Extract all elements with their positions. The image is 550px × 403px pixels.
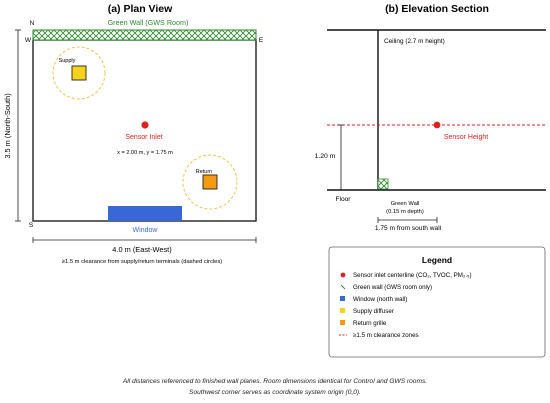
plan-green-wall <box>32 29 257 41</box>
legend: Legend Sensor inlet centerline (CO₂, TVO… <box>328 246 546 358</box>
legend-green-wall-symbol <box>340 284 346 290</box>
elevation-green-wall-depth: (0.15 m depth) <box>386 209 424 215</box>
plan-window-label: Window <box>133 227 159 234</box>
legend-item-supply: Supply diffuser <box>353 308 394 315</box>
plan-window <box>108 206 182 221</box>
compass-s: S <box>29 222 34 229</box>
legend-title: Legend <box>422 255 452 265</box>
plan-sensor-label: Sensor Inlet <box>125 134 162 141</box>
elevation-sensor <box>433 121 441 129</box>
footnote-line-1: All distances referenced to finished wal… <box>122 378 428 385</box>
sensor-height-label: Sensor Height <box>444 134 488 141</box>
legend-window-symbol <box>340 296 345 301</box>
legend-return-symbol <box>340 320 345 325</box>
plan-sensor-inlet <box>141 121 149 129</box>
plan-view: (a) Plan View Green Wall (GWS Room) N W … <box>3 3 264 265</box>
compass-w: W <box>25 37 32 44</box>
elevation-title: (b) Elevation Section <box>385 3 489 15</box>
legend-item-sensor: Sensor inlet centerline (CO₂, TVOC, PM₂.… <box>353 272 472 279</box>
compass-e: E <box>259 37 264 44</box>
footnote: All distances referenced to finished wal… <box>0 376 550 398</box>
y-dimension-label: 3.5 m (North-South) <box>3 93 12 158</box>
legend-item-window: Window (north wall) <box>353 296 407 303</box>
clearance-note: ≥1.5 m clearance from supply/return term… <box>62 259 222 265</box>
floor-label: Floor <box>335 196 351 203</box>
return-label: Return <box>196 169 213 175</box>
footnote-line-2: Southwest corner serves as coordinate sy… <box>189 389 361 396</box>
ceiling-label: Ceiling (2.7 m height) <box>384 38 445 45</box>
return-grille <box>202 174 218 190</box>
supply-label: Supply <box>59 58 76 64</box>
x-dimension-label: 4.0 m (East-West) <box>112 245 171 254</box>
legend-supply-symbol <box>340 308 345 313</box>
supply-diffuser <box>71 65 87 81</box>
room-outline <box>32 39 257 222</box>
legend-item-clearance: ≥1.5 m clearance zones <box>353 332 419 339</box>
legend-item-return: Return grille <box>353 320 387 327</box>
elevation-green-wall-label: Green Wall <box>391 201 420 207</box>
legend-box <box>328 246 546 358</box>
plan-title: (a) Plan View <box>108 3 173 15</box>
elevation-view: (b) Elevation Section Ceiling (2.7 m hei… <box>315 3 546 232</box>
supply-clearance-zone <box>52 46 106 100</box>
return-clearance-zone <box>182 154 238 210</box>
plan-green-wall-label: Green Wall (GWS Room) <box>108 18 189 27</box>
distance-label: 1.75 m from south wall <box>375 225 442 232</box>
height-dimension-label: 1.20 m <box>315 153 336 160</box>
plan-sensor-coords: x = 2.00 m, y = 1.75 m <box>117 150 173 156</box>
legend-sensor-symbol <box>340 272 346 278</box>
elevation-green-wall <box>377 178 389 190</box>
legend-item-green-wall: Green wall (GWS room only) <box>353 284 432 291</box>
compass-n: N <box>30 20 35 27</box>
